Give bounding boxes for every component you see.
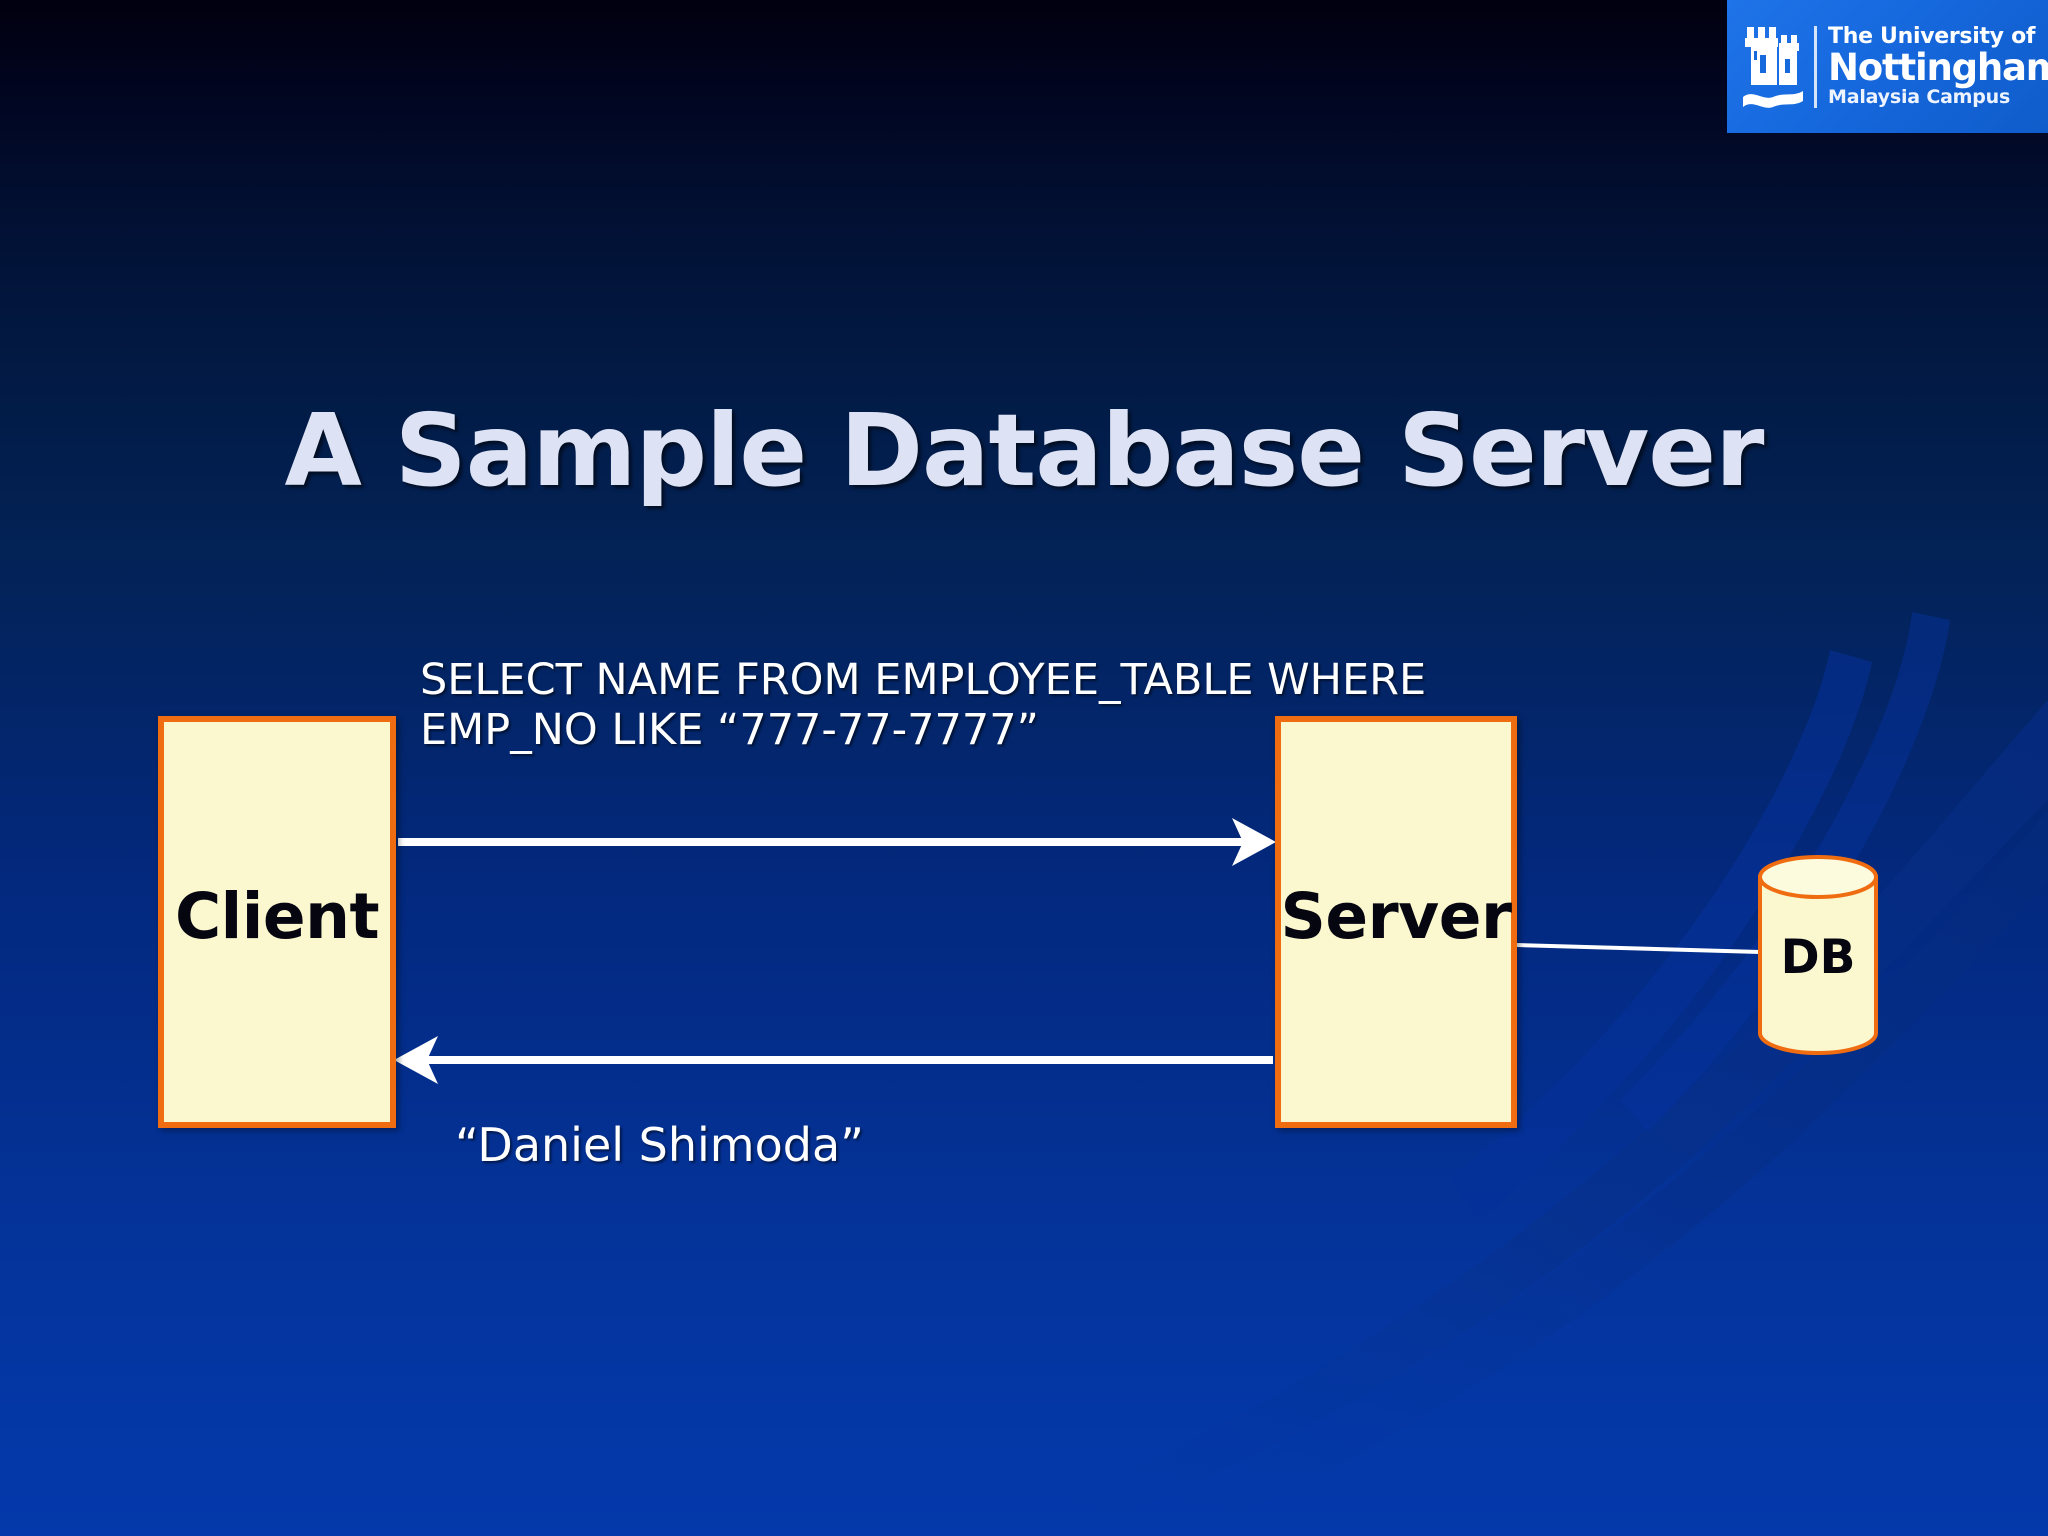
university-logo: The University of Nottingham Malaysia Ca… [1727,0,2048,133]
page-title: A Sample Database Server [284,392,1765,509]
logo-line-nottingham: Nottingham [1828,46,2048,89]
request-arrow [398,818,1276,866]
logo-wordmark: The University of Nottingham Malaysia Ca… [1828,26,2048,107]
server-db-link [1516,943,1761,954]
request-query-line-2: EMP_NO LIKE “777-77-7777” [420,705,1039,756]
request-query-line-1: SELECT NAME FROM EMPLOYEE_TABLE WHERE [420,655,1427,705]
client-node[interactable]: Client [158,716,396,1128]
database-cylinder[interactable] [1757,855,1879,1055]
logo-line-the-university-of: The University of [1828,24,2036,49]
castle-tower-icon [1743,26,1803,108]
response-caption: “Daniel Shimoda” [455,1118,864,1172]
server-node[interactable]: Server [1275,716,1517,1128]
server-node-label: Server [1280,879,1512,953]
logo-divider [1814,25,1817,108]
response-arrow [394,1036,1273,1084]
client-node-label: Client [174,879,380,953]
logo-line-malaysia-campus: Malaysia Campus [1828,86,2011,108]
request-query-caption: SELECT NAME FROM EMPLOYEE_TABLE WHERE EM… [420,655,1520,756]
